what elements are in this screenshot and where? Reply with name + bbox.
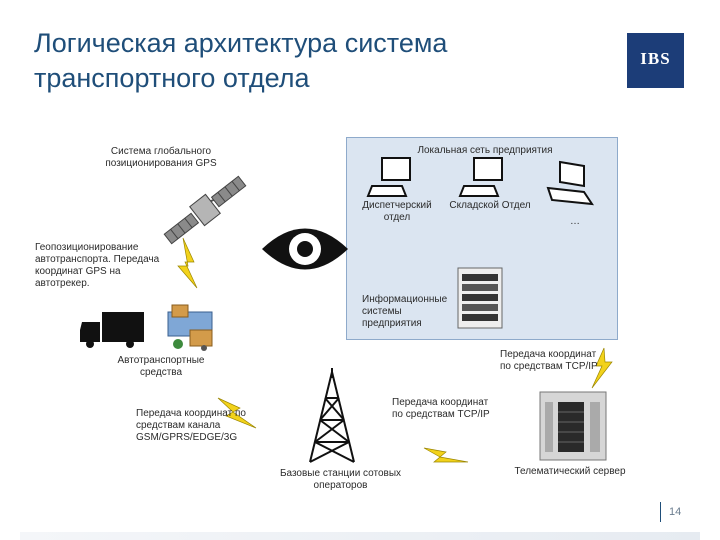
lightning-icon-tcp-bottom — [423, 447, 469, 463]
lightning-icon-gsm — [217, 397, 257, 429]
truck-icon — [80, 312, 144, 348]
label-lan: Локальная сеть предприятия — [417, 145, 553, 156]
page-title: Логическая архитектура система транспорт… — [34, 26, 594, 96]
label-gsm-transfer: Передача координат по средствам канала G… — [136, 408, 246, 443]
satellite-icon — [163, 175, 247, 245]
logo-text: IBS — [640, 49, 671, 68]
label-base-stations: Базовые станции сотовых операторов — [279, 468, 402, 491]
label-info-systems: Информационные системы предприятия — [362, 294, 448, 329]
label-dispatch: Диспетчерский отдел — [362, 200, 432, 223]
eye-icon — [262, 228, 348, 270]
ibs-logo: IBS — [627, 33, 684, 88]
title-line-2: транспортного отдела — [34, 63, 310, 93]
desktop-icon-warehouse — [458, 157, 503, 197]
bottom-band — [20, 532, 700, 540]
rack-icon — [457, 267, 503, 329]
page-number: 14 — [660, 502, 709, 522]
label-gps-system: Система глобального позиционирования GPS — [105, 146, 217, 169]
label-tcp-transfer-top: Передача координат по средствам TCP/IP — [500, 349, 598, 372]
label-vehicles: Автотранспортные средства — [117, 355, 205, 378]
label-warehouse: Складской Отдел — [449, 200, 531, 211]
label-tcp-transfer-bottom: Передача координат по средствам TCP/IP — [392, 397, 490, 420]
label-geopositioning: Геопозиционирование автотранспорта. Пере… — [35, 242, 160, 289]
delivery-truck-icon — [167, 304, 213, 351]
laptop-icon — [546, 160, 595, 206]
label-ellipsis: … — [570, 216, 580, 227]
tower-icon — [309, 368, 355, 463]
lightning-icon-gps — [177, 237, 198, 289]
title-line-1: Логическая архитектура система — [34, 28, 448, 58]
server-icon — [539, 391, 607, 461]
desktop-icon-dispatch — [366, 157, 411, 197]
label-telematic-server: Телематический сервер — [514, 466, 626, 477]
lightning-icon-tcp-top — [591, 347, 613, 389]
